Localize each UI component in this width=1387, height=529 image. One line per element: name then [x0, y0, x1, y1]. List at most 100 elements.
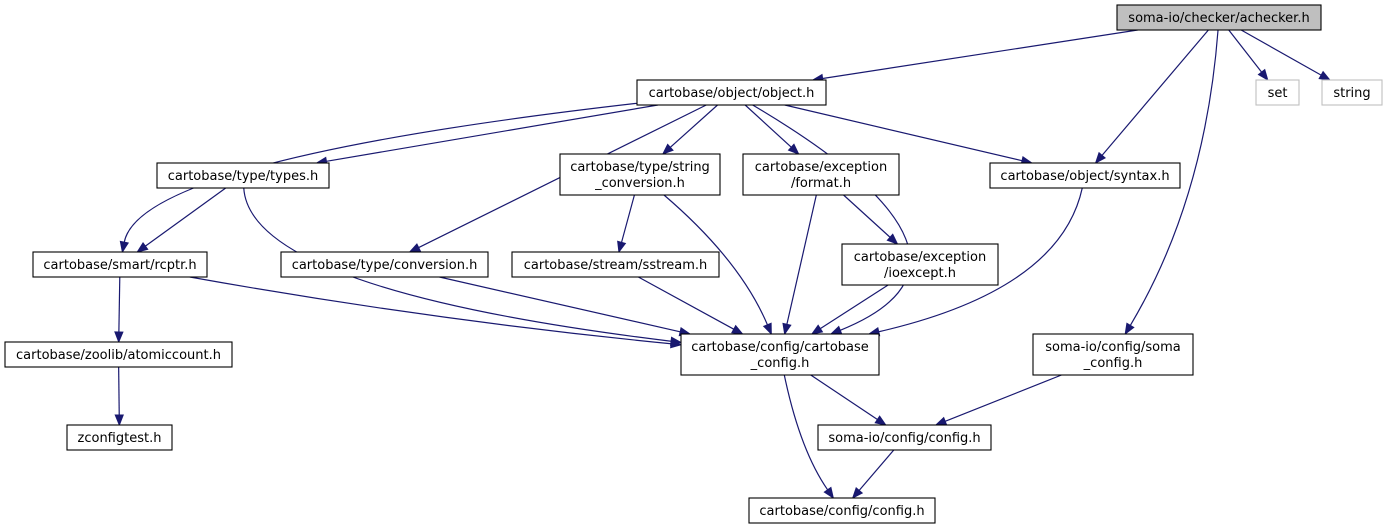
arrowhead-icon	[851, 486, 864, 500]
arrowhead-icon	[787, 143, 800, 155]
node-conversion[interactable]: cartobase/type/conversion.h	[280, 251, 489, 278]
arrowhead-icon	[136, 242, 149, 253]
node-string[interactable]: string	[1321, 79, 1383, 106]
arrowhead-icon	[114, 414, 124, 427]
node-label: _config.h	[750, 356, 810, 371]
node-soma-config[interactable]: soma-io/config/soma_config.h	[1032, 333, 1194, 376]
edge-object-to-cartobase_config	[752, 104, 911, 335]
edge-line	[878, 187, 1083, 333]
node-label: zconfigtest.h	[78, 431, 162, 446]
edge-line	[1129, 29, 1219, 326]
node-label: cartobase/type/types.h	[168, 169, 318, 184]
arrowhead-icon	[114, 331, 124, 344]
node-label: soma-io/config/config.h	[828, 431, 980, 446]
arrowhead-icon	[1124, 322, 1135, 336]
edge-achecker-to-soma_config	[1124, 29, 1219, 336]
arrowhead-icon	[1094, 151, 1107, 165]
node-box	[680, 333, 880, 376]
arrowhead-icon	[829, 325, 843, 335]
edge-line	[784, 104, 1023, 162]
node-box	[1116, 4, 1322, 31]
node-rcptr[interactable]: cartobase/smart/rcptr.h	[32, 251, 208, 278]
edge-line	[744, 104, 792, 148]
edge-object-to-format	[744, 104, 800, 155]
node-achecker[interactable]: soma-io/checker/achecker.h	[1116, 4, 1322, 31]
node-box	[742, 153, 900, 196]
node-cartobase-config[interactable]: cartobase/config/cartobase_config.h	[680, 333, 880, 376]
arrowhead-icon	[782, 322, 792, 336]
node-box	[559, 153, 721, 196]
node-label: set	[1268, 86, 1288, 101]
arrowhead-icon	[661, 143, 674, 155]
arrowhead-icon	[731, 324, 744, 335]
edge-ioexcept-to-cartobase_config	[810, 284, 889, 335]
edge-line	[145, 187, 227, 247]
node-box	[1321, 79, 1383, 106]
arrowhead-icon	[119, 240, 130, 254]
edge-soma_config-to-somaio_config	[934, 374, 1062, 426]
node-types[interactable]: cartobase/type/types.h	[156, 162, 330, 189]
node-label: string	[1333, 86, 1370, 101]
edge-line	[752, 104, 911, 331]
edge-achecker-to-set	[1228, 29, 1269, 82]
arrowhead-icon	[810, 324, 824, 335]
node-syntax[interactable]: cartobase/object/syntax.h	[989, 162, 1181, 189]
node-box	[636, 79, 827, 106]
edge-achecker-to-object	[811, 29, 1138, 84]
node-label: cartobase/config/cartobase	[691, 340, 869, 355]
edge-line	[118, 366, 120, 416]
edge-line	[189, 276, 672, 345]
node-strconv[interactable]: cartobase/type/string_conversion.h	[559, 153, 721, 196]
node-label: cartobase/zoolib/atomiccount.h	[16, 348, 221, 363]
node-label: cartobase/exception	[854, 250, 986, 265]
node-label: soma-io/config/soma	[1045, 340, 1181, 355]
edge-line	[1101, 29, 1209, 156]
node-cb-config[interactable]: cartobase/config/config.h	[748, 497, 936, 524]
edge-achecker-to-string	[1240, 29, 1332, 81]
node-label: cartobase/exception	[755, 160, 887, 175]
edge-line	[843, 194, 891, 238]
edge-format-to-ioexcept	[843, 194, 899, 245]
graph-edges	[114, 29, 1332, 500]
edge-line	[1228, 29, 1263, 73]
node-ioexcept[interactable]: cartobase/exception/ioexcept.h	[841, 243, 999, 286]
node-box	[1255, 79, 1300, 106]
node-box	[989, 162, 1181, 189]
edge-cartobase_config-to-somaio_config	[810, 374, 887, 426]
node-sstream[interactable]: cartobase/stream/sstream.h	[511, 251, 720, 278]
node-format[interactable]: cartobase/exception/format.h	[742, 153, 900, 196]
edge-achecker-to-syntax	[1094, 29, 1209, 165]
edge-line	[822, 29, 1138, 80]
edge-format-to-cartobase_config	[782, 194, 817, 336]
node-box	[156, 162, 330, 189]
node-box	[280, 251, 489, 278]
arrowhead-icon	[886, 233, 899, 245]
arrowhead-icon	[408, 243, 422, 253]
edge-line	[810, 374, 878, 420]
node-somaio-config[interactable]: soma-io/config/config.h	[817, 424, 992, 451]
node-box	[817, 424, 992, 451]
node-zconfigtest[interactable]: zconfigtest.h	[66, 424, 173, 451]
arrowhead-icon	[617, 240, 627, 254]
node-label: cartobase/type/conversion.h	[292, 258, 478, 273]
edge-sstream-to-cartobase_config	[638, 276, 744, 335]
node-label: cartobase/config/config.h	[759, 504, 924, 519]
edge-line	[118, 276, 121, 333]
node-set[interactable]: set	[1255, 79, 1300, 106]
node-label: /ioexcept.h	[884, 266, 956, 281]
edge-atomiccount-to-zconfigtest	[114, 366, 124, 427]
node-box	[1032, 333, 1194, 376]
node-atomiccount[interactable]: cartobase/zoolib/atomiccount.h	[4, 341, 233, 368]
edge-line	[819, 284, 889, 330]
edge-line	[786, 194, 817, 325]
edge-line	[620, 194, 635, 243]
node-label: cartobase/smart/rcptr.h	[43, 258, 196, 273]
node-object[interactable]: cartobase/object/object.h	[636, 79, 827, 106]
graph-nodes: soma-io/checker/achecker.h cartobase/obje…	[4, 4, 1383, 524]
node-label: cartobase/stream/sstream.h	[524, 258, 708, 273]
node-box	[32, 251, 208, 278]
node-box	[511, 251, 720, 278]
arrowhead-icon	[874, 415, 887, 426]
arrowhead-icon	[762, 322, 772, 336]
